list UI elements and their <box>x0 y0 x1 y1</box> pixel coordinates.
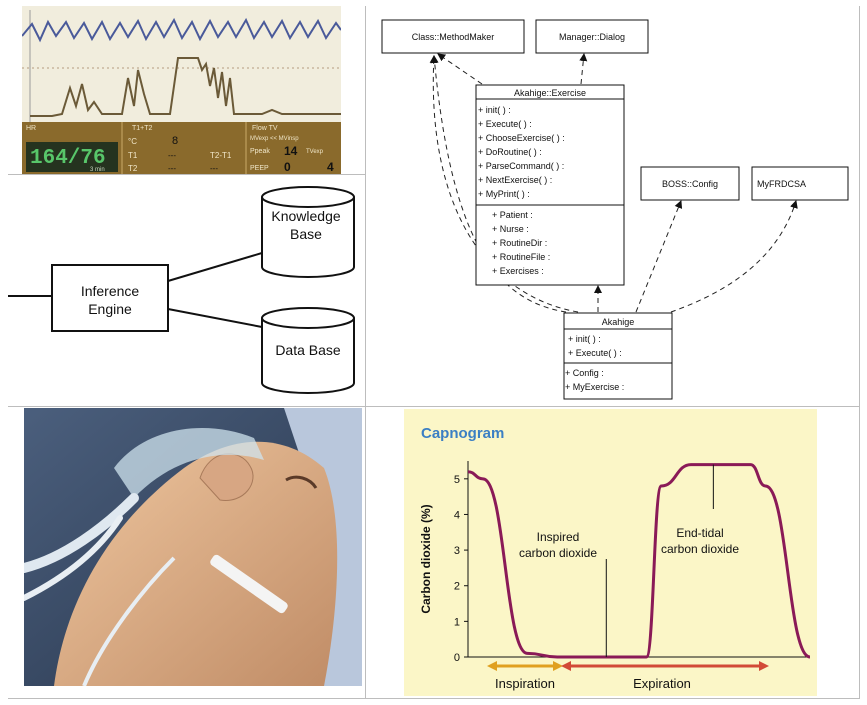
y-tick-label: 0 <box>454 652 460 664</box>
capnogram-chart: Capnogram Carbon dioxide (%) 0 1 2 3 4 5 Insp… <box>404 409 817 696</box>
monitor-screen-panel: HR T1+T2 Flow TV 164/76 3 min °C 8 T1 --… <box>21 6 342 174</box>
manager-dialog-label: Manager::Dialog <box>559 32 625 42</box>
data-base-label: Data Base <box>275 342 341 358</box>
class-method-maker-label: Class::MethodMaker <box>412 32 495 42</box>
nose <box>199 453 254 501</box>
dep-exercise-dialog <box>579 53 588 85</box>
time-label: 3 min <box>90 167 105 173</box>
co2-series-line <box>467 463 811 659</box>
flow-label: Flow TV <box>252 125 278 132</box>
myfrdcsa-label: MyFRDCSA <box>757 179 806 189</box>
ecg-wave <box>21 17 342 43</box>
oxygen-mask <box>114 428 264 498</box>
t2-label: T2 <box>128 164 138 173</box>
y-tick-label: 1 <box>454 616 460 628</box>
exercise-attribute: + Patient : <box>492 210 533 220</box>
knowledge-base-cylinder <box>261 186 355 278</box>
akahige-class-name: Akahige <box>602 317 635 327</box>
degc-label: °C <box>128 137 137 146</box>
akahige-attribute: + Config : <box>565 368 604 378</box>
akahige-method: + Execute( ) : <box>568 348 622 358</box>
knowledge-link <box>167 252 263 282</box>
grid-vertical-divider <box>365 6 366 699</box>
temp-value: 8 <box>172 135 178 147</box>
y-tick-label: 2 <box>454 581 460 593</box>
boss-config-label: BOSS::Config <box>662 179 718 189</box>
myfrdcsa-box <box>751 166 849 201</box>
exercise-method: + Execute( ) : <box>478 119 532 129</box>
boss-config-box <box>640 166 740 201</box>
dep-exercise-methodmaker <box>437 53 483 85</box>
y-tick-label: 4 <box>454 509 460 521</box>
capnogram-chart-panel: Capnogram Carbon dioxide (%) 0 1 2 3 4 5 Insp… <box>404 409 817 696</box>
manager-dialog-box <box>535 19 649 54</box>
t2-value: --- <box>168 164 176 173</box>
dep-akahige-myfrdcsa <box>670 200 798 313</box>
t1-label: T1 <box>128 151 138 160</box>
exercise-method: + DoRoutine( ) : <box>478 147 542 157</box>
patient-photo <box>19 408 362 687</box>
grid-horizontal-divider <box>8 406 860 407</box>
t2t1-value: --- <box>210 164 218 173</box>
grid-bottom-edge <box>8 698 860 699</box>
pressure-wave <box>30 57 341 117</box>
dep-akahige-methodmaker-2 <box>429 55 579 313</box>
y-tick-label: 3 <box>454 545 460 557</box>
exercise-method: + init( ) : <box>478 105 511 115</box>
data-base-cylinder <box>261 307 355 394</box>
y-axis-label: Carbon dioxide (%) <box>419 504 433 613</box>
tvexp-label: TVexp <box>306 149 324 155</box>
exercise-method: + MyPrint( ) : <box>478 189 530 199</box>
exercise-class-name: Akahige::Exercise <box>514 88 586 98</box>
exercise-method: + ChooseExercise( ) : <box>478 133 565 143</box>
patient-face <box>54 441 338 686</box>
hr-label: HR <box>26 125 36 132</box>
peep-label: PEEP <box>250 165 269 172</box>
ppeak-value: 14 <box>284 144 298 158</box>
akahige-attribute: + MyExercise : <box>565 382 624 392</box>
exercise-attribute: + RoutineDir : <box>492 238 547 248</box>
exercise-attribute: + Nurse : <box>492 224 529 234</box>
exercise-attribute: + RoutineFile : <box>492 252 550 262</box>
database-link <box>167 308 263 328</box>
t1-value: --- <box>168 151 176 160</box>
expiration-label: Expiration <box>633 676 691 691</box>
grid-right-edge <box>859 6 860 699</box>
monitor-screen: HR T1+T2 Flow TV 164/76 3 min °C 8 T1 --… <box>21 6 342 174</box>
mvexp-label: MVexp << MVinsp <box>250 136 299 142</box>
inspiration-label: Inspiration <box>495 676 555 691</box>
closed-eye <box>285 475 318 489</box>
chart-title: Capnogram <box>421 425 504 442</box>
nasal-cannula <box>82 556 176 687</box>
y-tick-label: 5 <box>454 474 460 486</box>
t1t2-label: T1+T2 <box>132 125 153 132</box>
left-panel-divider <box>8 174 366 175</box>
akahige-method: + init( ) : <box>568 334 601 344</box>
uml-class-diagram: Class::MethodMaker Manager::Dialog Akahi… <box>366 6 859 406</box>
class-method-maker-box <box>381 19 525 54</box>
bp-display <box>26 142 118 172</box>
chart-background <box>404 409 817 696</box>
exercise-class-box <box>475 84 625 286</box>
akahige-class-box <box>563 312 673 400</box>
exercise-method: + ParseCommand( ) : <box>478 161 564 171</box>
extra-value: 4 <box>327 160 334 174</box>
bp-value: 164/76 <box>30 147 106 170</box>
breathing-tube <box>19 493 139 573</box>
tube-holder-strap <box>210 554 288 614</box>
exercise-attribute: + Exercises : <box>492 266 544 276</box>
inference-engine-box <box>51 264 169 332</box>
exercise-method: + NextExercise( ) : <box>478 175 552 185</box>
t2t1-label: T2-T1 <box>210 151 232 160</box>
oxygen-tube <box>21 515 123 601</box>
dep-akahige-bossconfig <box>635 200 683 313</box>
peep-value: 0 <box>284 160 291 174</box>
ppeak-label: Ppeak <box>250 148 270 155</box>
